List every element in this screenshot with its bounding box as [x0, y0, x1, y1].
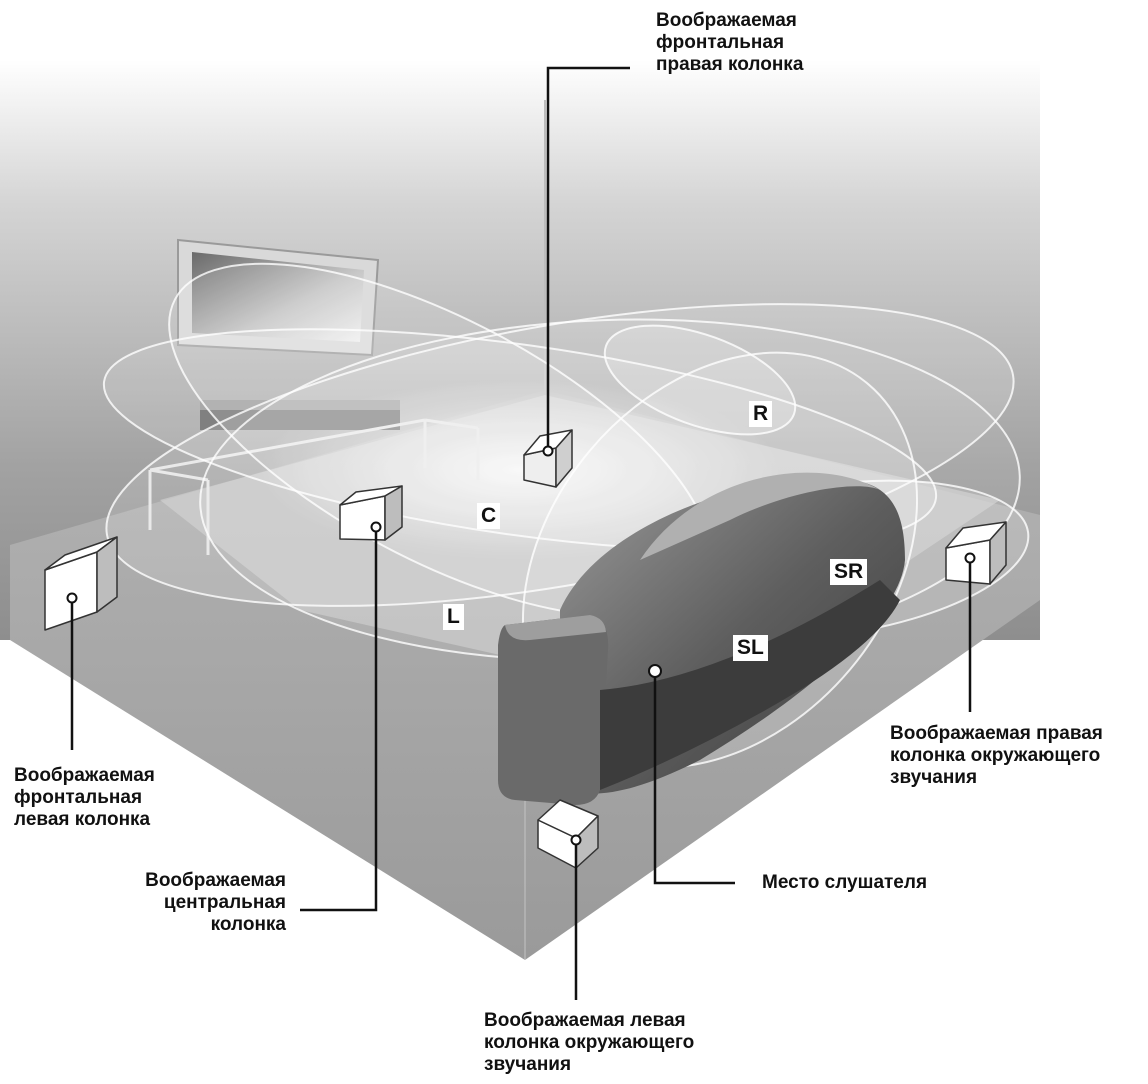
label-center-speaker: Воображаемая центральная колонка — [80, 870, 286, 936]
label-surround-left-speaker: Воображаемая левая колонка окружающего з… — [484, 1010, 694, 1076]
label-front-right-speaker: Воображаемая фронтальная правая колонка — [656, 10, 803, 76]
channel-badge-r: R — [749, 401, 772, 427]
listener-point-icon — [649, 665, 661, 677]
label-listener-position: Место слушателя — [762, 872, 927, 894]
channel-badge-l: L — [443, 604, 464, 630]
channel-badge-sr: SR — [830, 559, 867, 585]
label-surround-right-speaker: Воображаемая правая колонка окружающего … — [890, 723, 1103, 789]
label-front-left-speaker: Воображаемая фронтальная левая колонка — [14, 765, 155, 831]
channel-badge-c: C — [477, 503, 500, 529]
channel-badge-sl: SL — [733, 635, 768, 661]
